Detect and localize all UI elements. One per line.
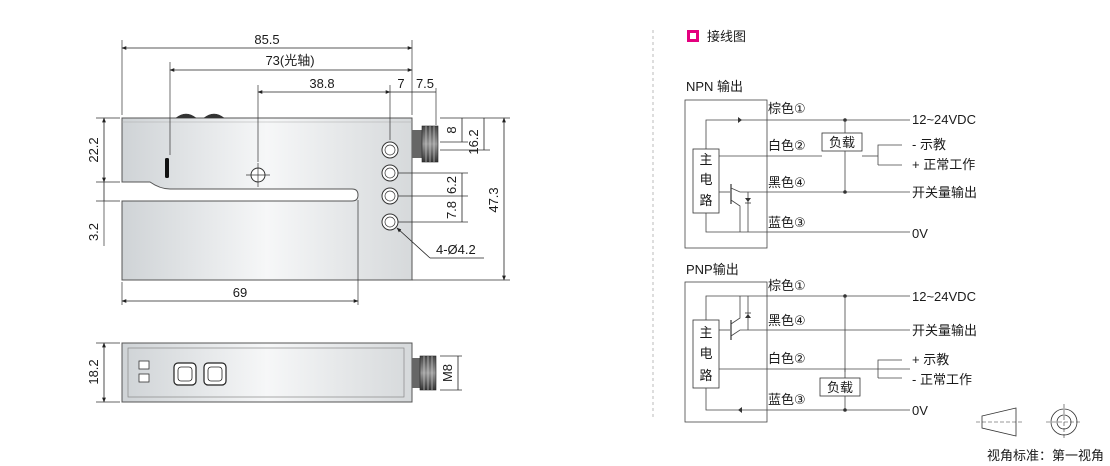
- pnp-switch-out: 开关量输出: [912, 323, 977, 338]
- npn-mc-2: 电: [699, 172, 712, 187]
- dim-8: 8: [444, 126, 459, 133]
- dim-7-8: 7.8: [444, 201, 459, 219]
- dim-18-2: 18.2: [86, 359, 101, 384]
- pnp-mc-3: 路: [699, 368, 712, 383]
- dim-16-2: 16.2: [466, 129, 481, 154]
- npn-mode-neg: - 示教: [912, 137, 946, 152]
- npn-switch-out: 开关量输出: [912, 185, 977, 200]
- dim-7: 7: [397, 76, 404, 91]
- npn-load: 负载: [829, 135, 855, 150]
- projection-symbol: 视角标准：第一视角: [976, 404, 1104, 463]
- npn-title: NPN 输出: [686, 79, 743, 94]
- mount-hole-4: [381, 213, 399, 231]
- connector-m8: [412, 130, 422, 158]
- sensor-body: [121, 117, 413, 281]
- wiring-section: 接线图 NPN 输出 主 电 路 棕色① 12~24VDC 白色② 负载: [684, 29, 977, 423]
- dim-38-8: 38.8: [309, 76, 334, 91]
- npn-mc-3: 路: [699, 193, 712, 208]
- mount-hole-3: [381, 187, 399, 205]
- wiring-title: 接线图: [707, 29, 746, 44]
- dim-85-5: 85.5: [254, 32, 279, 47]
- pnp-zero: 0V: [912, 403, 928, 418]
- npn-brown: 棕色①: [768, 101, 806, 116]
- dim-4-holes: 4-Ø4.2: [436, 242, 476, 257]
- dim-6-2: 6.2: [444, 176, 459, 194]
- projection-label: 视角标准：第一视角: [987, 448, 1104, 463]
- dim-22-2: 22.2: [86, 137, 101, 162]
- dim-7-5: 7.5: [416, 76, 434, 91]
- pnp-main-circuit: [692, 319, 720, 389]
- mount-hole-2: [381, 164, 399, 182]
- pnp-diagram: PNP输出 主 电 路 棕色① 12~24VDC 黑色④ 开关量输出: [684, 262, 977, 423]
- pnp-supply: 12~24VDC: [912, 289, 976, 304]
- bottom-view: 18.2 M8: [86, 342, 462, 403]
- pnp-load: 负载: [827, 380, 853, 395]
- npn-load-box: [821, 132, 863, 152]
- dim-3-2: 3.2: [86, 223, 101, 241]
- npn-supply: 12~24VDC: [912, 112, 976, 127]
- pnp-load-box: [819, 377, 861, 397]
- pnp-blue: 蓝色③: [768, 392, 806, 407]
- emitter-window: [173, 362, 197, 386]
- mount-hole-1: [381, 141, 399, 159]
- pnp-mode-neg: - 正常工作: [912, 372, 972, 387]
- dim-47-3: 47.3: [486, 187, 501, 212]
- indicator-bar: [165, 158, 169, 178]
- pnp-title: PNP输出: [686, 262, 739, 277]
- npn-blue: 蓝色③: [768, 215, 806, 230]
- npn-zero: 0V: [912, 226, 928, 241]
- npn-white: 白色②: [768, 138, 806, 153]
- dim-73-optical-axis: 73(光轴): [265, 53, 314, 68]
- dim-69: 69: [233, 285, 247, 300]
- pnp-black: 黑色④: [768, 313, 806, 328]
- npn-main-circuit: [692, 148, 720, 214]
- pnp-mc-2: 电: [699, 346, 712, 361]
- npn-diagram: NPN 输出 主 电 路 棕色① 12~24VDC 白色② 负载 - 示教 + …: [684, 79, 977, 249]
- npn-black: 黑色④: [768, 175, 806, 190]
- front-view: 85.5 73(光轴) 38.8 7 7.5 22.2 3.2 69 47.3: [86, 32, 510, 305]
- npn-mc-1: 主: [699, 152, 712, 167]
- pnp-white: 白色②: [768, 351, 806, 366]
- receiver-window: [203, 362, 227, 386]
- pnp-mc-1: 主: [699, 325, 712, 340]
- dim-m8: M8: [440, 364, 455, 382]
- pnp-brown: 棕色①: [768, 278, 806, 293]
- pnp-mode-pos: + 示教: [912, 352, 949, 367]
- npn-mode-pos: + 正常工作: [912, 157, 975, 172]
- bottom-body: [121, 342, 413, 403]
